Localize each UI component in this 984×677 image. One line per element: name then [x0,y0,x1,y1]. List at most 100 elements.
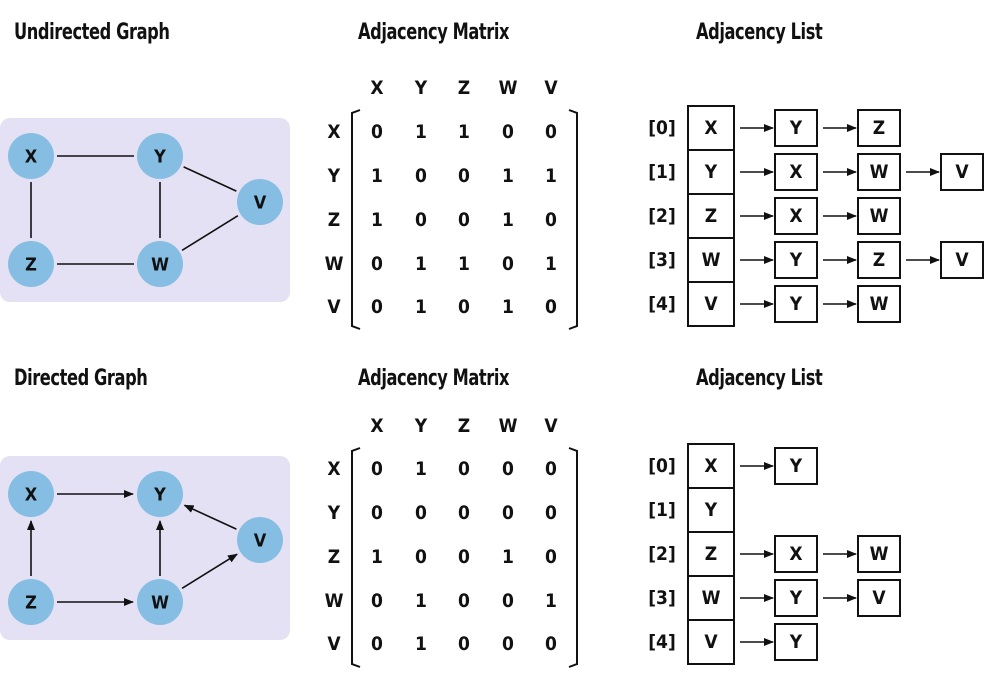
undirected-node-label-v: V [254,193,267,214]
undirected-matrix-cell: 0 [545,296,557,318]
directed-matrix-cell: 1 [371,546,383,568]
directed-list-head-label: V [704,631,718,653]
undirected-matrix-row-header: W [325,253,344,275]
undirected-list-title: Adjacency List [696,20,823,45]
undirected-matrix-cell: 0 [502,253,514,275]
undirected-node-z [8,241,54,287]
undirected-matrix-cell: 1 [502,165,514,187]
directed-list-head-label: Y [704,499,718,521]
directed-matrix-cell: 0 [502,458,514,480]
directed-matrix-cell: 1 [545,590,557,612]
directed-node-v [237,517,283,563]
undirected-list-neighbor-box [940,241,984,279]
undirected-list-head-label: V [704,293,718,315]
undirected-list-neighbor-label: V [955,161,969,183]
directed-list-head-label: X [704,455,717,477]
undirected-matrix-cell: 0 [415,165,427,187]
undirected-matrix-cell: 1 [502,296,514,318]
undirected-matrix-cell: 1 [545,165,557,187]
undirected-list-head-box [687,281,735,327]
undirected-list-neighbor-box [774,241,818,279]
undirected-list-neighbor-box [774,197,818,235]
undirected-matrix-row-header: Y [327,165,341,187]
undirected-list-index: [1] [648,161,676,183]
undirected-list-neighbor-label: Z [873,249,885,271]
undirected-node-label-w: W [151,255,169,276]
directed-list-neighbor-label: X [789,543,802,565]
directed-matrix-row-header: Y [327,502,341,524]
directed-matrix-cell: 0 [371,590,383,612]
directed-edge-v-y [183,504,237,530]
undirected-matrix-cell: 0 [545,209,557,231]
directed-matrix-cell: 1 [415,458,427,480]
undirected-graph-title: Undirected Graph [14,20,170,45]
directed-matrix-col-header: Y [414,415,428,437]
directed-matrix-cell: 1 [415,633,427,655]
undirected-matrix-cell: 1 [458,253,470,275]
directed-matrix-right-bracket [568,447,578,668]
directed-list-neighbor-label: W [870,543,889,565]
undirected-edge-w-v [181,215,239,251]
directed-node-label-z: Z [25,593,37,614]
directed-node-label-v: V [254,531,267,552]
directed-matrix-col-header: X [370,415,383,437]
directed-matrix-cell: 0 [545,458,557,480]
undirected-node-label-z: Z [25,255,37,276]
undirected-list-head-box [687,149,735,195]
undirected-list-index: [2] [648,205,676,227]
directed-node-x [8,471,54,517]
undirected-matrix-cell: 0 [371,296,383,318]
undirected-list-neighbor-label: W [870,205,889,227]
directed-matrix-cell: 0 [458,590,470,612]
directed-matrix-col-header: Z [458,415,470,437]
undirected-node-v [237,179,283,225]
directed-node-label-y: Y [153,485,166,506]
undirected-matrix-cell: 1 [371,209,383,231]
directed-matrix-cell: 0 [415,502,427,524]
undirected-matrix-cell: 0 [458,296,470,318]
directed-matrix-cell: 0 [502,502,514,524]
undirected-list-neighbor-label: V [955,249,969,271]
directed-matrix-cell: 0 [458,546,470,568]
directed-matrix-title: Adjacency Matrix [358,366,510,391]
directed-list-neighbor-label: Y [789,587,803,609]
undirected-list-neighbor-label: W [870,293,889,315]
undirected-matrix-col-header: X [370,77,383,99]
undirected-matrix-row-header: Z [328,209,340,231]
undirected-matrix-cell: 0 [545,121,557,143]
directed-list-neighbor-label: Y [789,631,803,653]
undirected-matrix-col-header: Y [414,77,428,99]
directed-list-head-label: W [702,587,721,609]
undirected-list-neighbor-box [857,153,901,191]
directed-node-label-w: W [151,593,169,614]
undirected-matrix-col-header: Z [458,77,470,99]
directed-list-index: [0] [648,455,676,477]
undirected-node-label-x: X [25,147,38,168]
directed-list-neighbor-box [857,535,901,573]
undirected-matrix-cell: 0 [371,121,383,143]
directed-list-head-label: Z [705,543,717,565]
undirected-list-head-label: Y [704,161,718,183]
undirected-matrix-left-bracket [351,109,361,330]
undirected-list-head-label: Z [705,205,717,227]
directed-node-z [8,579,54,625]
directed-matrix-cell: 0 [545,546,557,568]
undirected-list-head-label: W [702,249,721,271]
directed-list-index: [1] [648,499,676,521]
directed-graph-title: Directed Graph [14,366,148,391]
directed-matrix-col-header: W [499,415,518,437]
directed-matrix-cell: 0 [545,502,557,524]
directed-list-neighbor-box [774,535,818,573]
directed-list-neighbor-box [774,447,818,485]
undirected-list-neighbor-box [940,153,984,191]
undirected-matrix-cell: 1 [502,209,514,231]
undirected-list-neighbor-label: Y [789,117,803,139]
undirected-matrix-cell: 1 [371,165,383,187]
directed-list-neighbor-box [774,623,818,661]
directed-node-y [137,471,183,517]
undirected-list-index: [4] [648,293,676,315]
undirected-matrix-cell: 1 [458,121,470,143]
undirected-list-neighbor-label: Y [789,249,803,271]
undirected-matrix-cell: 1 [415,296,427,318]
